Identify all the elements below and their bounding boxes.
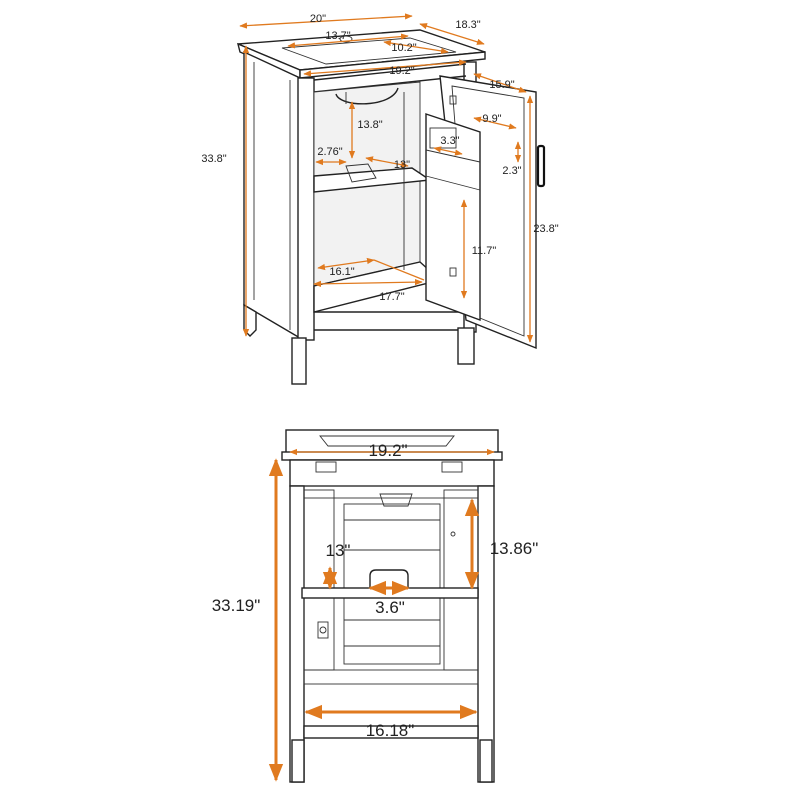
front-dim-interior-height: 13.86" (490, 539, 539, 558)
dim-inner-width: 19.2" (389, 65, 414, 77)
dim-width: 20" (310, 13, 326, 25)
dim-door-width: 15.9" (489, 79, 514, 91)
dim-shelf-depth: 13" (394, 159, 410, 171)
dim-shelf-clearance: 13.8" (357, 119, 382, 131)
dim-door-height: 23.8" (533, 223, 558, 235)
dim-rack-height: 3.3" (440, 135, 459, 147)
front-dimension-labels: 19.2" 33.19" 13.86" 13" 3.6" 16.18" (212, 441, 539, 740)
dim-pipe-cutout: 2.76" (317, 146, 342, 158)
front-dim-shelf-depth: 13" (326, 541, 351, 560)
top-dimension-labels: 20" 18.3" 13.7" 10.2" 19.2" 15.9" 9.9" 1… (201, 13, 558, 303)
dim-rack-gap: 11.7" (472, 245, 497, 257)
top-dimension-lines (239, 13, 534, 343)
dim-sink-width: 13.7" (325, 30, 350, 42)
front-dimension-lines (268, 448, 495, 782)
front-dim-height: 33.19" (212, 596, 261, 615)
dim-bottom-depth: 16.1" (329, 266, 354, 278)
dim-height: 33.8" (201, 153, 226, 165)
dim-handle-offset: 2.3" (502, 165, 521, 177)
front-dim-cutout-width: 3.6" (375, 598, 405, 617)
dim-sink-depth: 10.2" (391, 42, 416, 54)
dim-depth: 18.3" (455, 19, 480, 31)
front-view-cabinet-drawing (281, 429, 503, 783)
front-dim-base-width: 16.18" (366, 721, 415, 740)
front-dim-inner-width: 19.2" (368, 441, 407, 460)
dim-bottom-width: 17.7" (379, 291, 404, 303)
dim-door-shelf-width: 9.9" (482, 113, 501, 125)
